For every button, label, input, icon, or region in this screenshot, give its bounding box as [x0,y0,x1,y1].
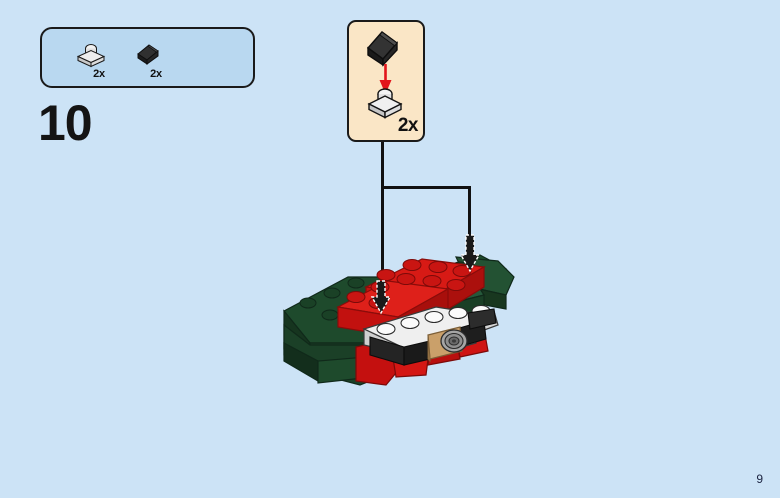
black-accent-blocks [369,308,497,366]
page-number: 9 [756,472,763,486]
part-entry-black-wedge: 2x [130,39,182,80]
sub-assembly-callout: 2x [347,20,425,142]
callout-quantity-label: 2x [397,115,419,136]
placement-arrow-left [370,280,392,315]
callout-assembly-diagram [366,31,403,119]
callout-light-gray-plate-icon [367,88,403,119]
placement-arrow-red-icon [379,64,392,94]
placement-arrow-right [459,234,481,273]
part-count-label: 2x [150,68,162,80]
step-number: 10 [38,95,93,151]
camera-lens-barrel [440,329,468,353]
leader-line-branch-right [468,186,471,244]
leader-line-stem [381,142,384,187]
part-entry-light-gray-plate: 2x [73,39,125,80]
leader-line-crossbar [381,186,471,189]
callout-black-wedge-icon [366,31,399,67]
lego-model-assembly [270,225,540,405]
lego-plate-1x1-round-top-light-gray-icon [73,39,125,69]
lego-wedge-slope-black-icon [130,39,182,69]
part-count-label: 2x [93,68,105,80]
parts-inventory-box: 2x 2x [40,27,255,88]
leader-line-branch-left [381,186,384,286]
